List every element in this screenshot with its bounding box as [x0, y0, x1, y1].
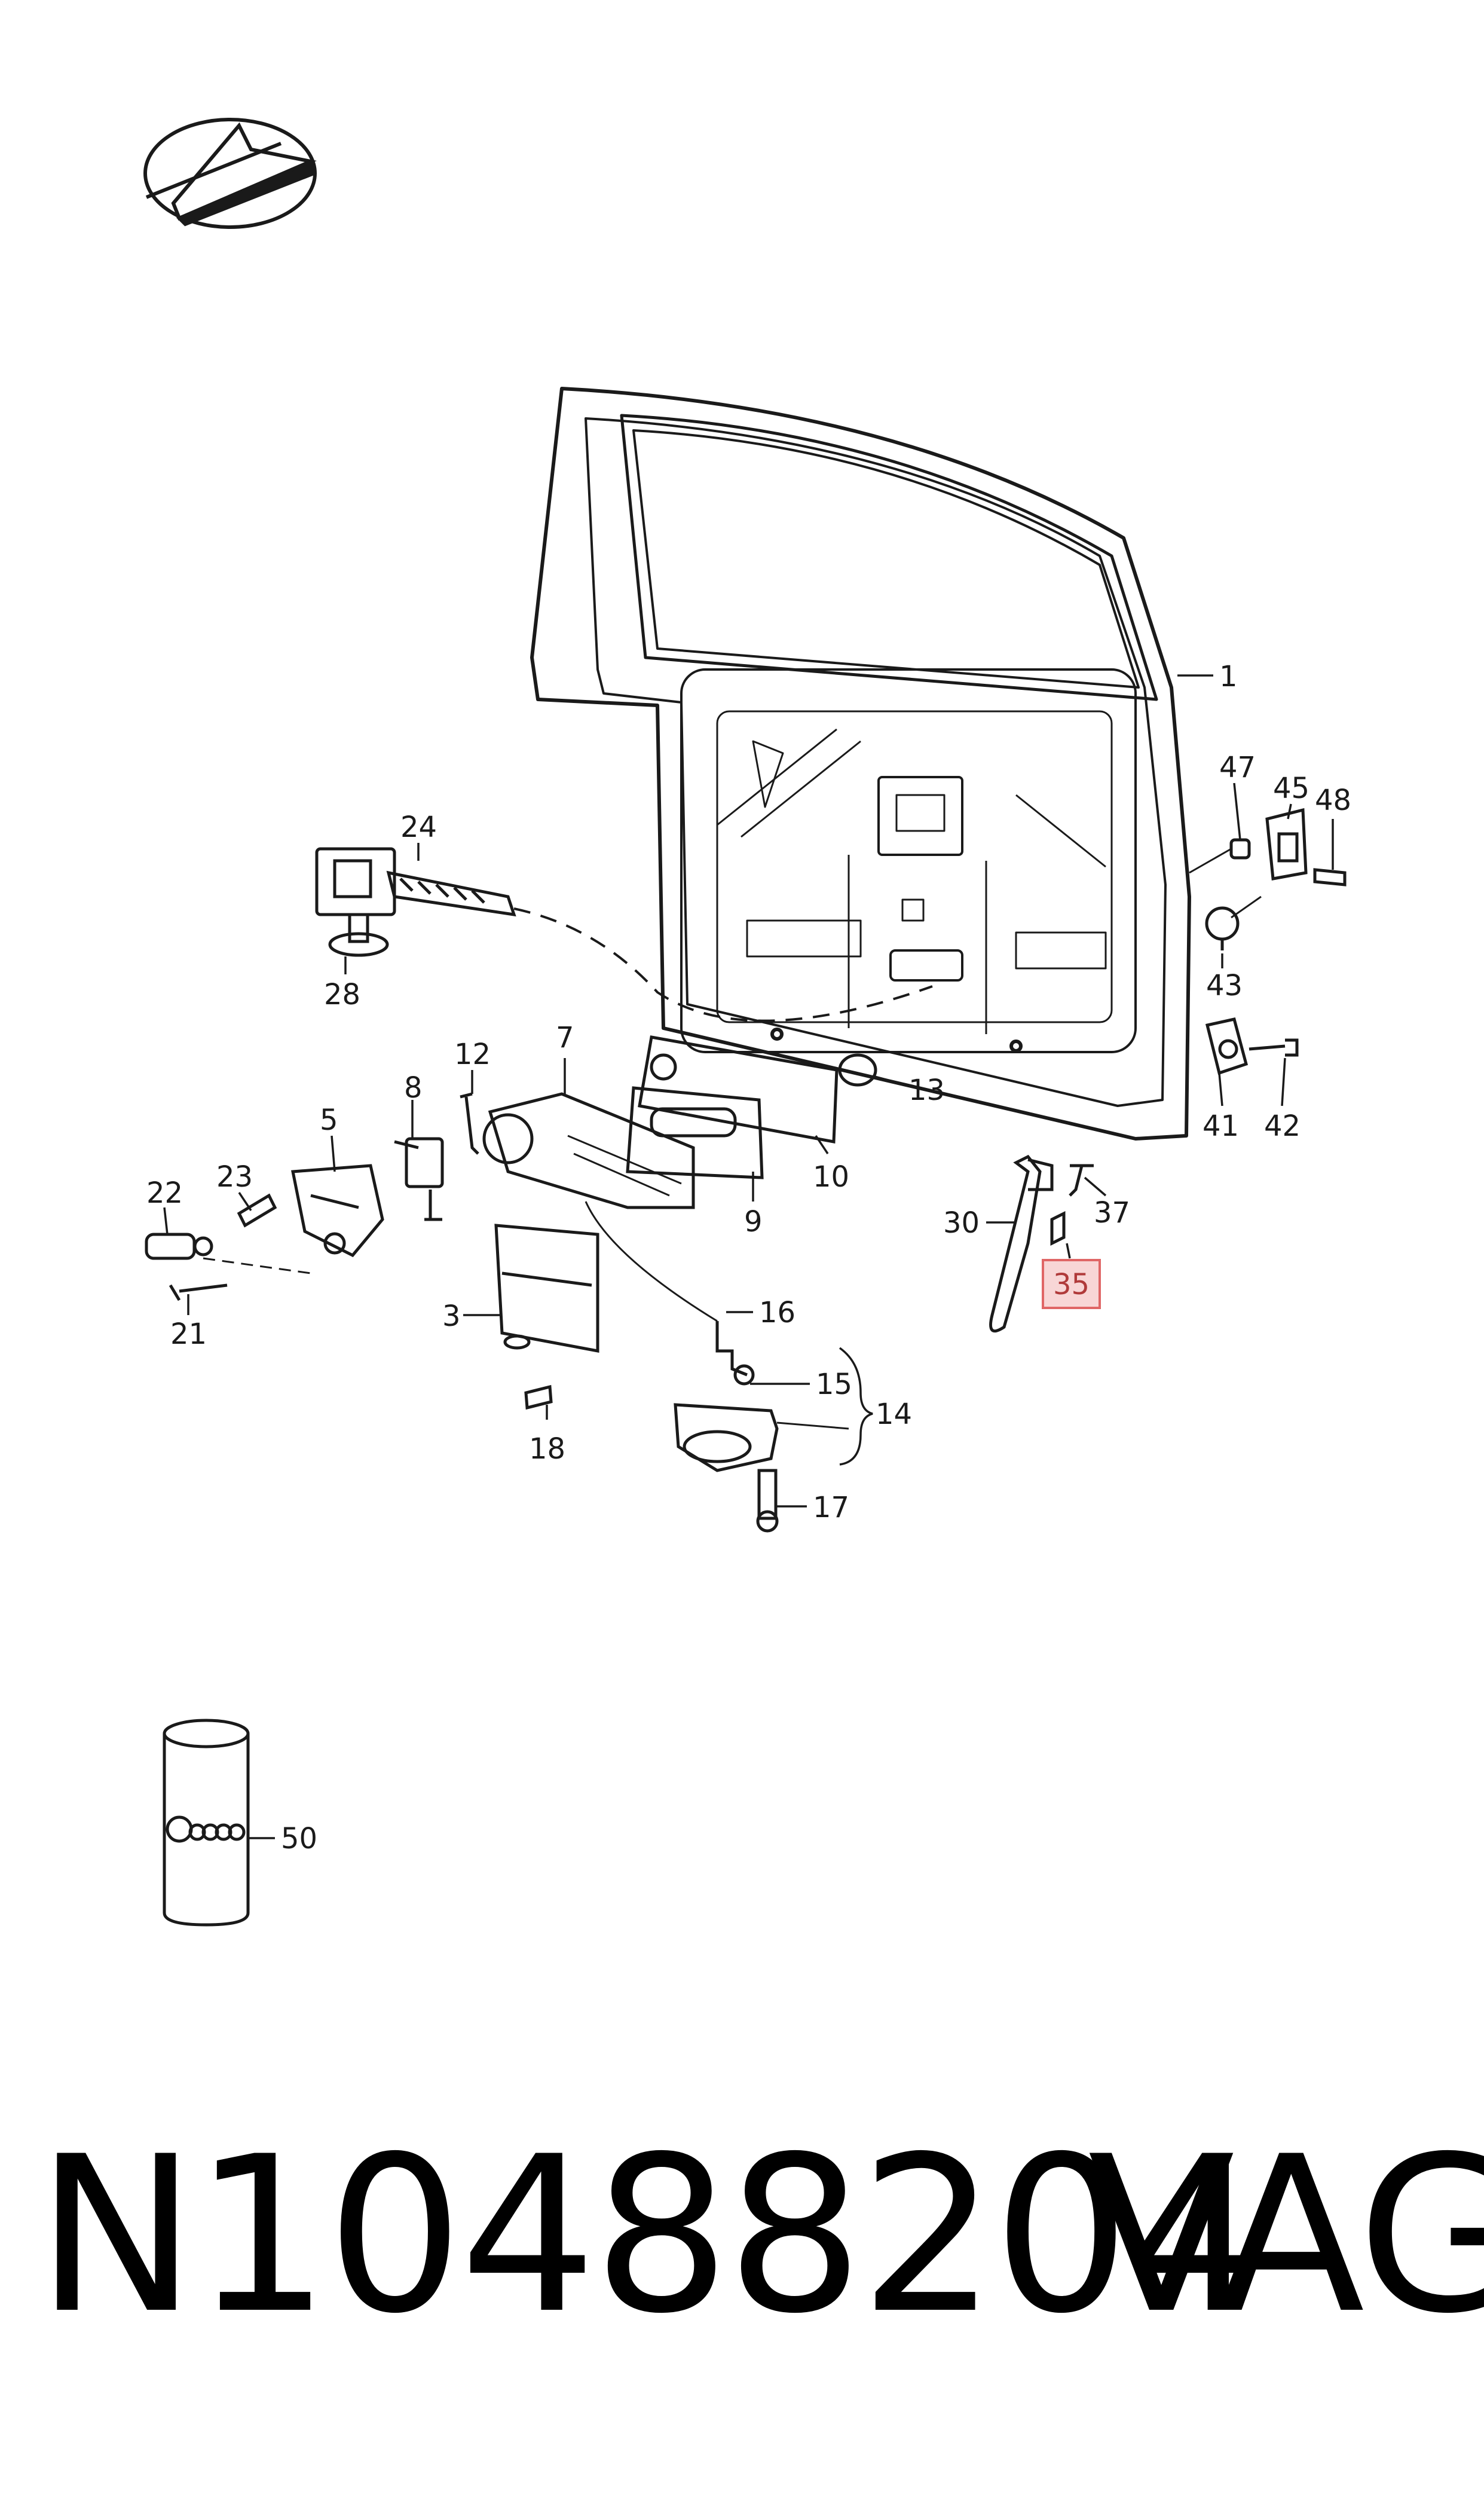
lock-mechanism	[482, 1092, 718, 1322]
callout-13: 13	[908, 1074, 945, 1107]
callout-24: 24	[400, 811, 437, 844]
cover-plate	[494, 1224, 599, 1410]
callout-14: 14	[876, 1398, 912, 1431]
callout-35: 35	[1053, 1268, 1090, 1301]
callout-45: 45	[1273, 772, 1309, 805]
callout-8: 8	[404, 1071, 423, 1105]
striker-parts	[1205, 1017, 1299, 1075]
callout-43: 43	[1206, 969, 1243, 1002]
callout-47: 47	[1219, 751, 1256, 784]
callout-16: 16	[759, 1296, 795, 1329]
callout-7: 7	[556, 1021, 574, 1054]
callout-3: 3	[442, 1300, 461, 1333]
callout-10: 10	[813, 1160, 849, 1194]
callout-35-highlight: 35	[1042, 1259, 1101, 1309]
callout-30: 30	[943, 1206, 980, 1240]
callout-28: 28	[324, 978, 360, 1011]
callout-15: 15	[816, 1368, 852, 1401]
callout-18: 18	[529, 1432, 565, 1466]
lock-cylinder-parts	[145, 1164, 384, 1301]
callout-48: 48	[1315, 784, 1351, 817]
callout-9: 9	[744, 1205, 763, 1239]
callout-17: 17	[813, 1491, 849, 1524]
callout-41: 41	[1203, 1109, 1239, 1143]
latch-assembly	[674, 1321, 849, 1533]
check-strap	[989, 1154, 1094, 1333]
brand-logo	[143, 118, 317, 229]
part-number: N10488204	[36, 2110, 1263, 2361]
callout-23: 23	[216, 1160, 253, 1194]
lubricant-cartridge	[163, 1719, 250, 1927]
hinge-parts	[1189, 808, 1347, 950]
tailgate-panel	[530, 387, 1191, 1141]
callout-12: 12	[454, 1038, 491, 1071]
motor-and-clip	[394, 1092, 479, 1221]
grommet	[838, 1053, 877, 1087]
callout-42: 42	[1264, 1109, 1301, 1143]
callout-50: 50	[281, 1822, 317, 1855]
leader-lines	[163, 674, 1334, 1839]
callout-labels: 1 24 28 47 45 48 43 12 7 8 5 23 22 21 13…	[146, 660, 1351, 1855]
callout-1: 1	[1219, 660, 1238, 693]
brand-name: VAG	[1088, 2110, 1484, 2361]
callout-22: 22	[146, 1176, 183, 1210]
callout-37: 37	[1094, 1196, 1130, 1230]
callout-5: 5	[320, 1103, 338, 1137]
callout-21: 21	[170, 1317, 207, 1351]
lock-rod-assembly	[315, 847, 933, 1022]
handle-parts	[626, 1035, 839, 1179]
